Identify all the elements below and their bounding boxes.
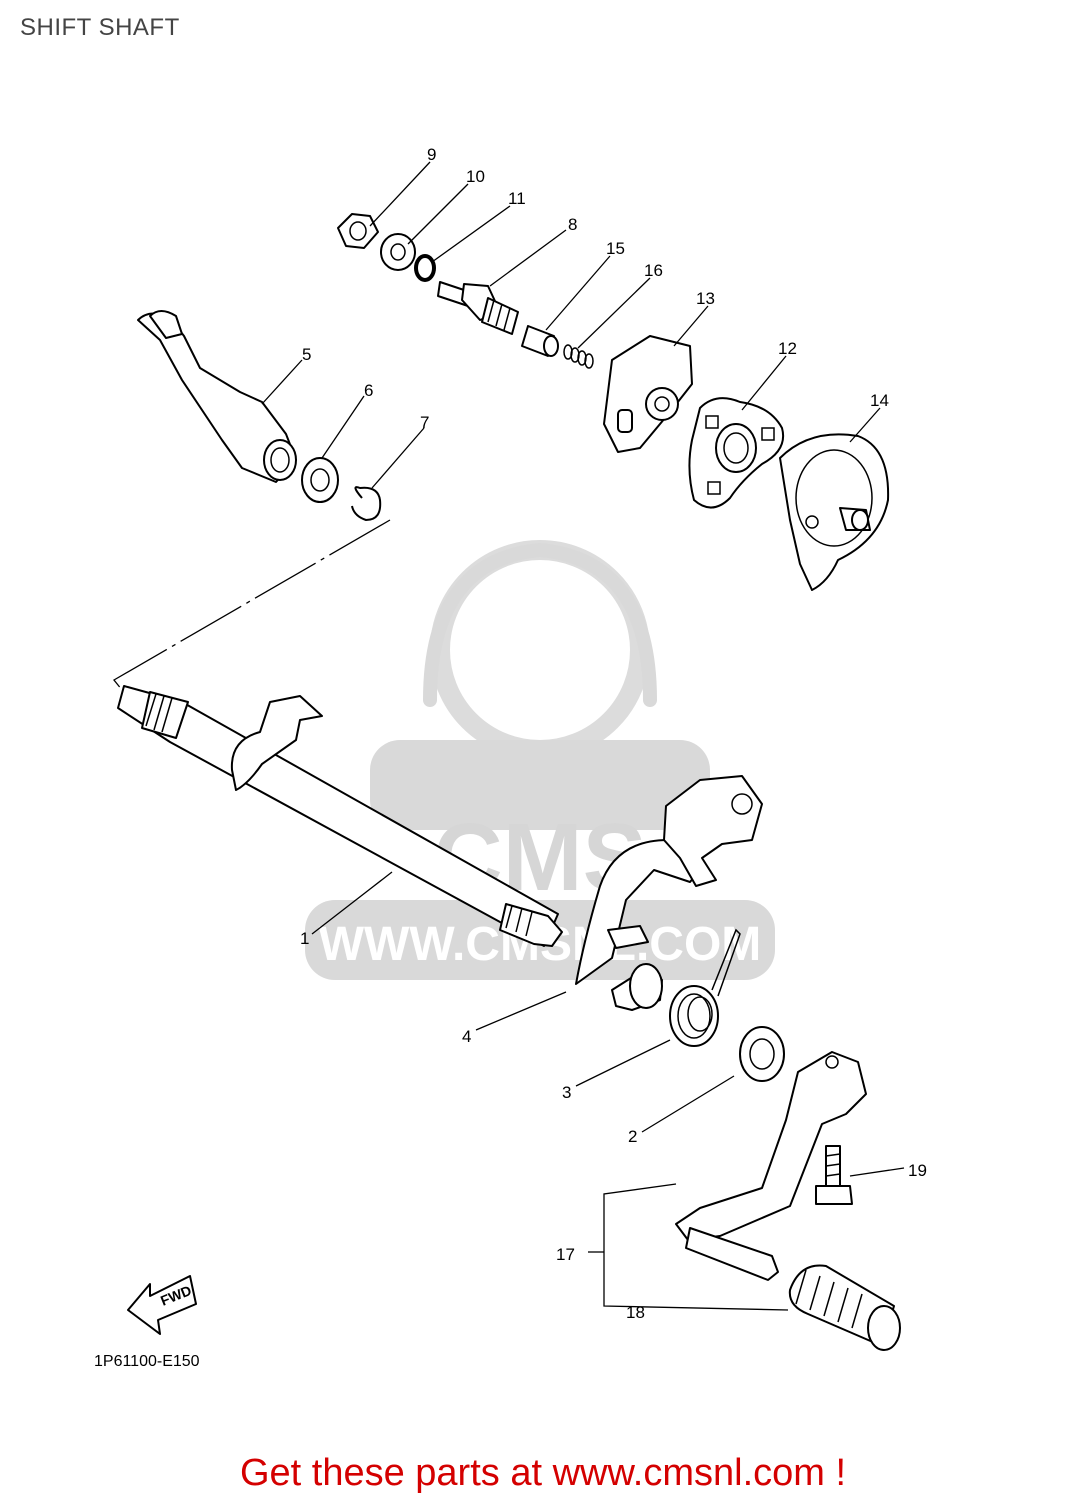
callout-15[interactable]: 15 [606, 239, 625, 258]
callout-16[interactable]: 16 [644, 261, 663, 280]
part-8-stopper-bolt[interactable] [437, 281, 519, 335]
part-13-segment[interactable] [603, 335, 693, 453]
callout-3[interactable]: 3 [562, 1083, 571, 1102]
part-19-bolt[interactable] [815, 1145, 853, 1205]
part-3-torsion-spring[interactable] [669, 928, 741, 1047]
callout-9[interactable]: 9 [427, 145, 436, 164]
part-17-shift-pedal[interactable] [675, 1051, 867, 1281]
callout-14[interactable]: 14 [870, 391, 889, 410]
part-4-shift-lever-arm[interactable] [575, 775, 763, 1011]
footer-link[interactable]: Get these parts at www.cmsnl.com ! [239, 1452, 847, 1494]
callout-7[interactable]: 7 [420, 413, 429, 432]
callout-13[interactable]: 13 [696, 289, 715, 308]
callout-2[interactable]: 2 [628, 1127, 637, 1146]
callout-12[interactable]: 12 [778, 339, 797, 358]
part-16-spring[interactable] [563, 344, 594, 369]
part-15-collar[interactable] [521, 325, 559, 357]
part-11-o-ring[interactable] [414, 254, 436, 282]
part-12-retaining-plate[interactable] [688, 397, 784, 509]
callout-5[interactable]: 5 [302, 345, 311, 364]
part-2-collar[interactable] [739, 1026, 785, 1082]
callout-18[interactable]: 18 [626, 1303, 645, 1322]
callout-11[interactable]: 11 [508, 189, 526, 208]
part-9-nut[interactable] [337, 213, 379, 249]
callout-6[interactable]: 6 [364, 381, 373, 400]
diagram-code: 1P61100-E150 [94, 1353, 200, 1370]
part-10-washer[interactable] [380, 233, 416, 271]
leader-lines [261, 161, 905, 1311]
callout-numbers: 1 2 3 4 5 6 7 8 9 10 11 12 13 14 15 16 1… [300, 145, 927, 1322]
assembly-line [113, 519, 391, 691]
page-title: SHIFT SHAFT [20, 14, 180, 41]
part-5-shift-lever[interactable] [137, 310, 297, 483]
part-14-shift-cam-segment[interactable] [779, 433, 890, 591]
callout-17[interactable]: 17 [556, 1245, 575, 1264]
fwd-arrow-icon: FWD [127, 1275, 197, 1335]
part-6-washer[interactable] [301, 457, 339, 503]
callout-8[interactable]: 8 [568, 215, 577, 234]
part-1-shift-shaft[interactable] [117, 685, 563, 947]
callout-1[interactable]: 1 [300, 929, 309, 948]
callout-4[interactable]: 4 [462, 1027, 471, 1046]
callout-10[interactable]: 10 [466, 167, 485, 186]
part-18-pedal-rubber[interactable] [788, 1264, 901, 1351]
callout-19[interactable]: 19 [908, 1161, 927, 1180]
part-7-circlip[interactable] [351, 486, 382, 521]
